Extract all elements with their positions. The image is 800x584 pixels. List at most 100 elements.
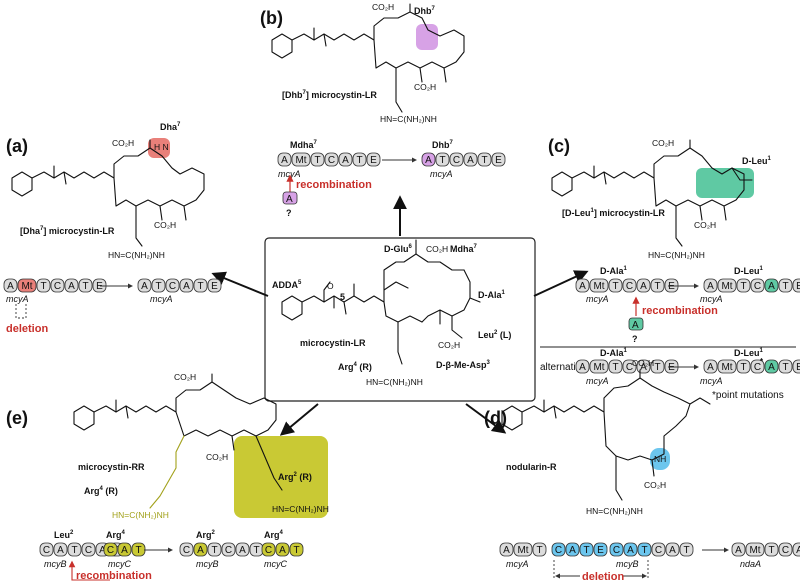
- center-o: O: [327, 281, 334, 291]
- panel-d-gene-a-name: mcyA: [506, 559, 529, 569]
- panel-d-gene-after-name: ndaA: [740, 559, 761, 569]
- domain-box: [513, 542, 533, 557]
- panel-c-dleu-label: D-Leu1: [734, 266, 764, 276]
- panel-a-guan: HN=C(NH₂)NH: [108, 250, 165, 260]
- domain-box: [623, 542, 638, 557]
- domain-box: [289, 542, 304, 557]
- domain-label: T: [641, 545, 647, 556]
- domain-label: Mt: [749, 545, 760, 556]
- center-adda-label: ADDA5: [272, 280, 302, 290]
- domain-label: E: [495, 155, 502, 166]
- domain-label: T: [314, 155, 320, 166]
- center-panel: CO₂H CO₂H O HN=C(NH₂)NH ADDA5 5 D-Glu6 M…: [264, 237, 536, 402]
- panel-e-structure: [73, 373, 283, 491]
- domain-box: [736, 278, 751, 293]
- domain-label: C: [265, 545, 272, 556]
- domain-label: T: [293, 545, 299, 556]
- domain-label: A: [768, 362, 775, 373]
- domain-label: C: [782, 545, 789, 556]
- domain-box: [36, 278, 51, 293]
- domain-label: A: [197, 545, 204, 556]
- panel-e-recomb-line: [71, 572, 110, 581]
- domain-box: [703, 278, 718, 293]
- domain-label: C: [225, 545, 232, 556]
- domain-label: C: [328, 155, 335, 166]
- panel-a-co2h: CO₂H: [112, 138, 134, 148]
- domain-label: T: [782, 281, 788, 292]
- domain-label: A: [796, 545, 800, 556]
- domain-box: [565, 542, 580, 557]
- panel-c-structure: [551, 139, 753, 247]
- panel-d-nh-highlight: [650, 448, 670, 470]
- panel-c-question: ?: [632, 334, 638, 344]
- domain-box: [608, 278, 623, 293]
- domain-label: A: [183, 281, 190, 292]
- domain-label: A: [279, 545, 286, 556]
- panel-b-mdha-label: Mdha7: [290, 140, 318, 150]
- panel-a-gene-name: mcyA: [6, 294, 29, 304]
- domain-box: [651, 542, 666, 557]
- domain-label: T: [211, 545, 217, 556]
- domain-box: [275, 542, 290, 557]
- panel-b-structure: [271, 3, 465, 113]
- panel-c-footnote: *point mutations: [712, 390, 784, 401]
- panel-b-question: ?: [286, 208, 292, 218]
- panel-e: (e) CO₂H CO₂H HN=C(NH₂)NH HN=C(NH₂)NH mi…: [6, 372, 329, 582]
- domain-label: T: [683, 545, 689, 556]
- arrow-to-c: [533, 270, 589, 297]
- domain-box: [650, 359, 665, 374]
- domain-label: C: [626, 281, 633, 292]
- domain-box: [636, 278, 651, 293]
- domain-label: T: [40, 281, 46, 292]
- panel-e-arg2-highlight: [234, 436, 328, 518]
- panel-a-gene-name-after: mcyA: [150, 294, 173, 304]
- center-guan: HN=C(NH₂)NH: [366, 377, 423, 387]
- domain-label: A: [579, 281, 586, 292]
- domain-label: T: [612, 281, 618, 292]
- domain-label: E: [597, 545, 604, 556]
- domain-label: A: [121, 545, 128, 556]
- domain-box: [277, 152, 292, 167]
- domain-box: [579, 542, 594, 557]
- panel-b-name: [Dhb7] microcystin-LR: [282, 90, 377, 100]
- domain-label: Mt: [593, 281, 604, 292]
- domain-box: [193, 278, 208, 293]
- domain-label: A: [503, 545, 510, 556]
- center-dglu-label: D-Glu6: [384, 244, 413, 254]
- domain-box: [532, 542, 547, 557]
- panel-c-label: (c): [548, 136, 570, 156]
- panel-a-event: deletion: [6, 323, 48, 335]
- domain-box: [764, 542, 779, 557]
- domain-box: [622, 278, 637, 293]
- domain-box: [650, 278, 665, 293]
- domain-label: Mt: [517, 545, 528, 556]
- domain-label: C: [107, 545, 114, 556]
- center-co2h: CO₂H: [426, 244, 448, 254]
- domain-box: [608, 359, 623, 374]
- panel-a-name: [Dha7] microcystin-LR: [20, 226, 115, 236]
- domain-box: [575, 278, 590, 293]
- domain-label: T: [612, 362, 618, 373]
- domain-label: A: [141, 281, 148, 292]
- domain-label: A: [57, 545, 64, 556]
- panel-a-tag: Dha7: [160, 122, 181, 132]
- domain-box: [778, 359, 793, 374]
- domain-box: [324, 152, 339, 167]
- domain-label: C: [613, 545, 620, 556]
- panel-a-dha-highlight: [148, 138, 170, 158]
- domain-label: T: [481, 155, 487, 166]
- domain-label: A: [707, 362, 714, 373]
- domain-box: [352, 152, 367, 167]
- domain-label: A: [640, 362, 647, 373]
- domain-box: [679, 542, 694, 557]
- domain-box: [736, 359, 751, 374]
- domain-box: [491, 152, 506, 167]
- panel-d-co2h-2: CO₂H: [644, 480, 666, 490]
